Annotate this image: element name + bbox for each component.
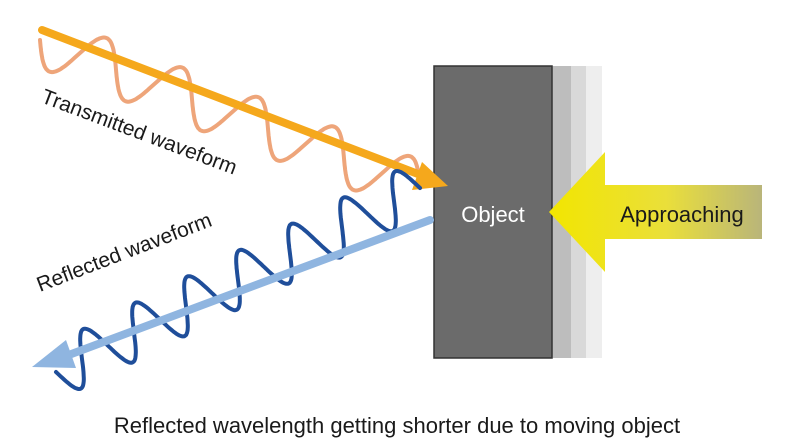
transmitted-arrow-head	[412, 162, 448, 190]
diagram-caption: Reflected wavelength getting shorter due…	[114, 413, 680, 438]
reflected-arrow-head	[32, 340, 76, 368]
reflected-arrow-shaft	[62, 216, 434, 360]
object-label: Object	[461, 202, 525, 227]
approaching-arrow	[549, 152, 762, 272]
transmitted-arrow-shaft	[38, 26, 422, 178]
reflected-waveform-label: Reflected waveform	[34, 209, 215, 297]
transmitted-wave	[38, 35, 422, 193]
approaching-label: Approaching	[620, 202, 744, 227]
reflected-wave	[54, 169, 422, 391]
